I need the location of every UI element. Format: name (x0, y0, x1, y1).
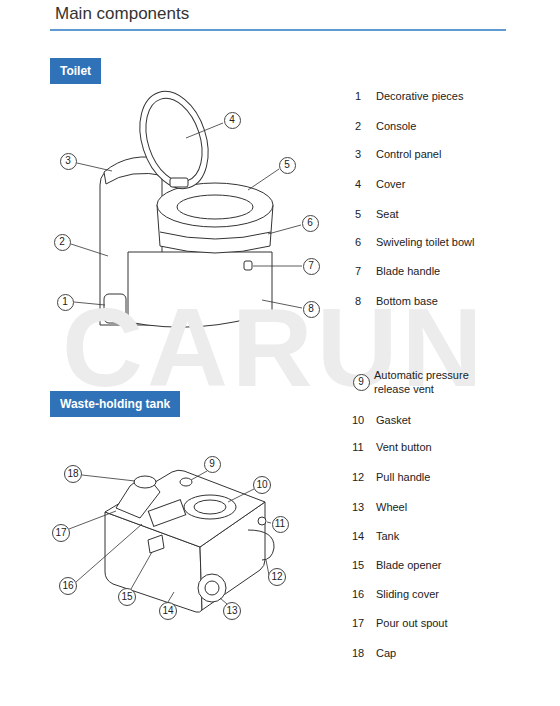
callout-circle: 6 (302, 215, 319, 232)
list-number: 1 (355, 89, 361, 103)
callout-circle: 11 (272, 516, 289, 533)
list-number: 18 (352, 646, 364, 660)
node-text: 7 (308, 261, 314, 271)
part-name: Pour out spout (376, 616, 448, 630)
list-number: 6 (355, 235, 361, 249)
node-text: 14 (162, 606, 173, 616)
node-text: 8 (308, 304, 314, 314)
callout-circle: 9 (353, 374, 370, 391)
list-number: 15 (352, 558, 364, 572)
part-name: Cover (376, 177, 405, 191)
part-name: Gasket (376, 413, 411, 427)
callout-circle: 16 (59, 577, 77, 595)
node-text: 2 (59, 237, 65, 247)
list-number: 2 (355, 119, 361, 133)
list-number: 4 (355, 177, 361, 191)
node-text: Toilet (60, 64, 91, 78)
node-text: 1 (62, 297, 68, 307)
title-rule (50, 29, 506, 31)
callout-circle: 7 (303, 258, 320, 275)
part-name: Sliding cover (376, 587, 439, 601)
callout-circle: 17 (52, 524, 70, 542)
part-name: Vent button (376, 440, 432, 454)
callout-circle: 14 (159, 602, 177, 620)
list-number: 3 (355, 147, 361, 161)
node-text: 3 (65, 156, 71, 166)
callout-circle: 1 (57, 294, 74, 311)
list-number: 13 (352, 500, 364, 514)
node-text: 9 (358, 377, 364, 387)
list-number: 7 (355, 264, 361, 278)
callout-circle: 4 (224, 112, 241, 129)
part-name: Blade handle (376, 264, 440, 278)
node-text: 12 (271, 572, 282, 582)
callout-circle: 5 (279, 157, 296, 174)
list-number: 17 (352, 616, 364, 630)
list-number: 5 (355, 207, 361, 221)
callout-circle: 18 (64, 465, 82, 483)
callout-circle: 2 (54, 234, 71, 251)
node-text: 15 (121, 592, 132, 602)
part-name: Swiveling toilet bowl (376, 235, 474, 249)
node-text: 9 (209, 459, 215, 469)
node-text: 13 (226, 606, 237, 616)
node-text: 5 (284, 160, 290, 170)
page-title: Main components (55, 3, 189, 25)
list-number: 8 (355, 294, 361, 308)
part-name: Wheel (376, 500, 407, 514)
node-text: 18 (67, 469, 78, 479)
part-name: Bottom base (376, 294, 438, 308)
part-name: Control panel (376, 147, 441, 161)
node-text: 6 (307, 218, 313, 228)
list-number: 11 (352, 440, 363, 454)
part-name: Console (376, 119, 416, 133)
callout-circle: 8 (303, 301, 320, 318)
node-text: 16 (62, 581, 73, 591)
callout-circle: 9 (204, 456, 221, 473)
callout-circle: 3 (60, 153, 77, 170)
part-name: Cap (376, 646, 396, 660)
list-number: 16 (352, 587, 364, 601)
part-name: Tank (376, 529, 399, 543)
node-text: Waste-holding tank (60, 397, 170, 411)
section-band: Toilet (50, 58, 101, 84)
node-text: 4 (229, 115, 235, 125)
node-text: 10 (256, 480, 267, 490)
list-number: 12 (352, 470, 364, 484)
node-text: 11 (275, 519, 285, 529)
node-text: 17 (55, 528, 66, 538)
list-number: 14 (352, 529, 364, 543)
part-name: Blade opener (376, 558, 441, 572)
section-band: Waste-holding tank (50, 391, 180, 417)
toilet-drawing (100, 83, 273, 328)
callout-circle: 12 (268, 568, 286, 586)
callout-circle: 13 (223, 602, 241, 620)
callout-circle: 10 (253, 476, 271, 494)
list-number: 10 (352, 413, 364, 427)
tank-drawing (105, 470, 274, 612)
part-name: Pull handle (376, 470, 430, 484)
callout-circle: 15 (118, 588, 136, 606)
part-name: Decorative pieces (376, 89, 463, 103)
part-name: Automatic pressure release vent (374, 368, 486, 396)
part-name: Seat (376, 207, 399, 221)
